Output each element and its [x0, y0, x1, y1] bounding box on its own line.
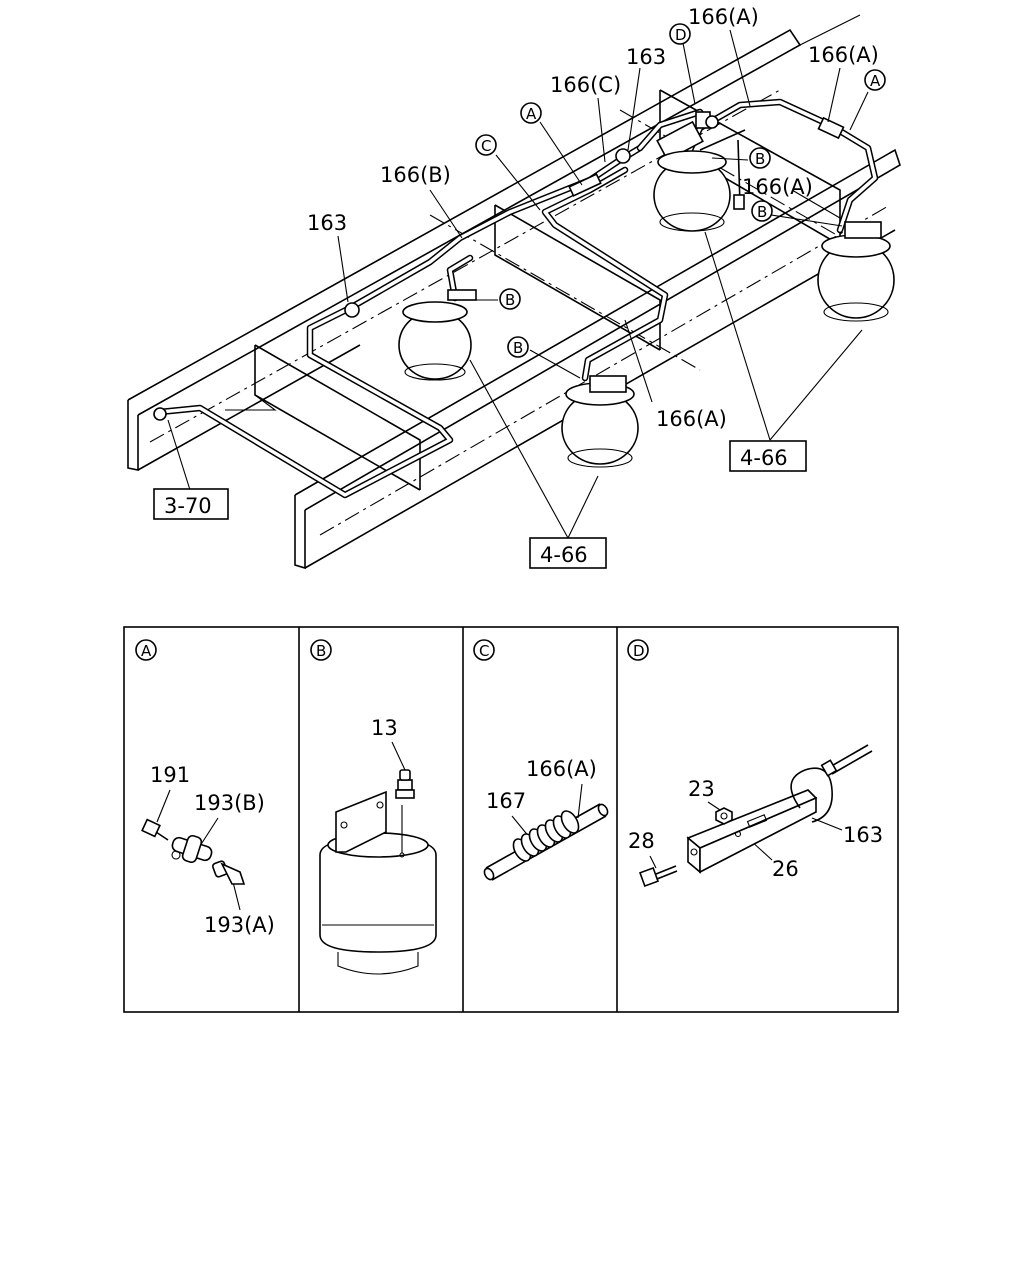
marker-a-right-text: A: [870, 72, 881, 90]
pipe-with-protector: [483, 803, 609, 881]
leveling-valve: [153, 111, 845, 421]
marker-c-top[interactable]: C: [475, 134, 497, 156]
detail-b-marker: B: [316, 642, 326, 660]
label-166a-top: 166(A): [688, 5, 759, 29]
marker-b-center[interactable]: B: [499, 288, 521, 310]
protector-coil-167: [512, 810, 580, 862]
air-spring-center: [398, 289, 477, 381]
marker-a-left-text: A: [526, 105, 537, 123]
detail-d-marker: D: [633, 642, 645, 660]
fitting-13: [395, 769, 415, 799]
ref-box-4-66-right[interactable]: 4-66: [729, 440, 807, 472]
marker-d-top[interactable]: D: [669, 23, 691, 45]
label-193b: 193(B): [194, 791, 265, 815]
ref-box-3-70[interactable]: 3-70: [153, 488, 229, 520]
elbow-fitting-193a: [212, 860, 246, 885]
marker-b-right-text: B: [757, 203, 767, 221]
main-assembly-view: 166(A) 166(A) 163 166(C) 166(B) 163 166(…: [127, 5, 901, 570]
ref-box-4-66-bottom-text: 4-66: [540, 543, 588, 567]
detail-b-panel: B 13: [310, 639, 437, 975]
label-166a-detail: 166(A): [526, 757, 597, 781]
marker-a-left[interactable]: A: [520, 102, 542, 124]
label-191: 191: [150, 763, 190, 787]
label-13: 13: [371, 716, 398, 740]
detail-d-panel: D 23 28 26 163: [627, 639, 883, 887]
label-166b: 166(B): [380, 163, 451, 187]
label-166a-right: 166(A): [808, 43, 879, 67]
air-spring-upper: [653, 150, 731, 232]
label-163-left: 163: [307, 211, 347, 235]
marker-b-valve-text: B: [755, 150, 765, 168]
detail-a-panel: A 191 193(B) 193(A): [135, 639, 275, 937]
label-26: 26: [772, 857, 799, 881]
upper-frame-rail: [127, 14, 861, 471]
ref-box-4-66-right-text: 4-66: [740, 446, 788, 470]
label-163-top: 163: [626, 45, 666, 69]
leader-lines: [167, 29, 869, 539]
label-193a: 193(A): [204, 913, 275, 937]
clip-band-163: [790, 744, 873, 823]
cross-members: [225, 89, 881, 491]
marker-c-top-text: C: [481, 137, 491, 155]
label-166c: 166(C): [550, 73, 621, 97]
label-28: 28: [628, 829, 655, 853]
label-167: 167: [486, 789, 526, 813]
detail-c-panel: C 166(A) 167: [473, 639, 609, 881]
ref-box-4-66-bottom[interactable]: 4-66: [529, 537, 607, 569]
marker-b-lower[interactable]: B: [507, 336, 529, 358]
bolt-191: [141, 818, 169, 841]
detail-a-marker: A: [141, 642, 152, 660]
bracket-26: [686, 789, 818, 874]
clip-163-top: [615, 148, 631, 164]
label-163-detail: 163: [843, 823, 883, 847]
air-spring-right: [817, 221, 895, 322]
air-spring-lower: [561, 375, 639, 468]
detail-c-marker: C: [479, 642, 489, 660]
label-23: 23: [688, 777, 715, 801]
marker-b-valve[interactable]: B: [749, 147, 771, 169]
connector-3-70: [153, 407, 167, 421]
marker-b-center-text: B: [505, 291, 515, 309]
marker-b-lower-text: B: [513, 339, 523, 357]
air-spring-detail: [319, 790, 437, 975]
marker-d-top-text: D: [675, 26, 687, 44]
tee-fitting-193b: [171, 834, 213, 864]
label-166a-mid: 166(A): [742, 175, 813, 199]
clip-163-left: [344, 302, 360, 318]
marker-a-right[interactable]: A: [864, 69, 886, 91]
nut-23: [715, 807, 733, 825]
marker-b-right[interactable]: B: [751, 200, 773, 222]
label-166a-lower: 166(A): [656, 407, 727, 431]
bolt-28: [639, 865, 678, 887]
detail-panels: A 191 193(B) 193(A) B: [123, 626, 899, 1013]
lower-frame-rail: [294, 148, 901, 570]
ref-box-3-70-text: 3-70: [164, 494, 212, 518]
